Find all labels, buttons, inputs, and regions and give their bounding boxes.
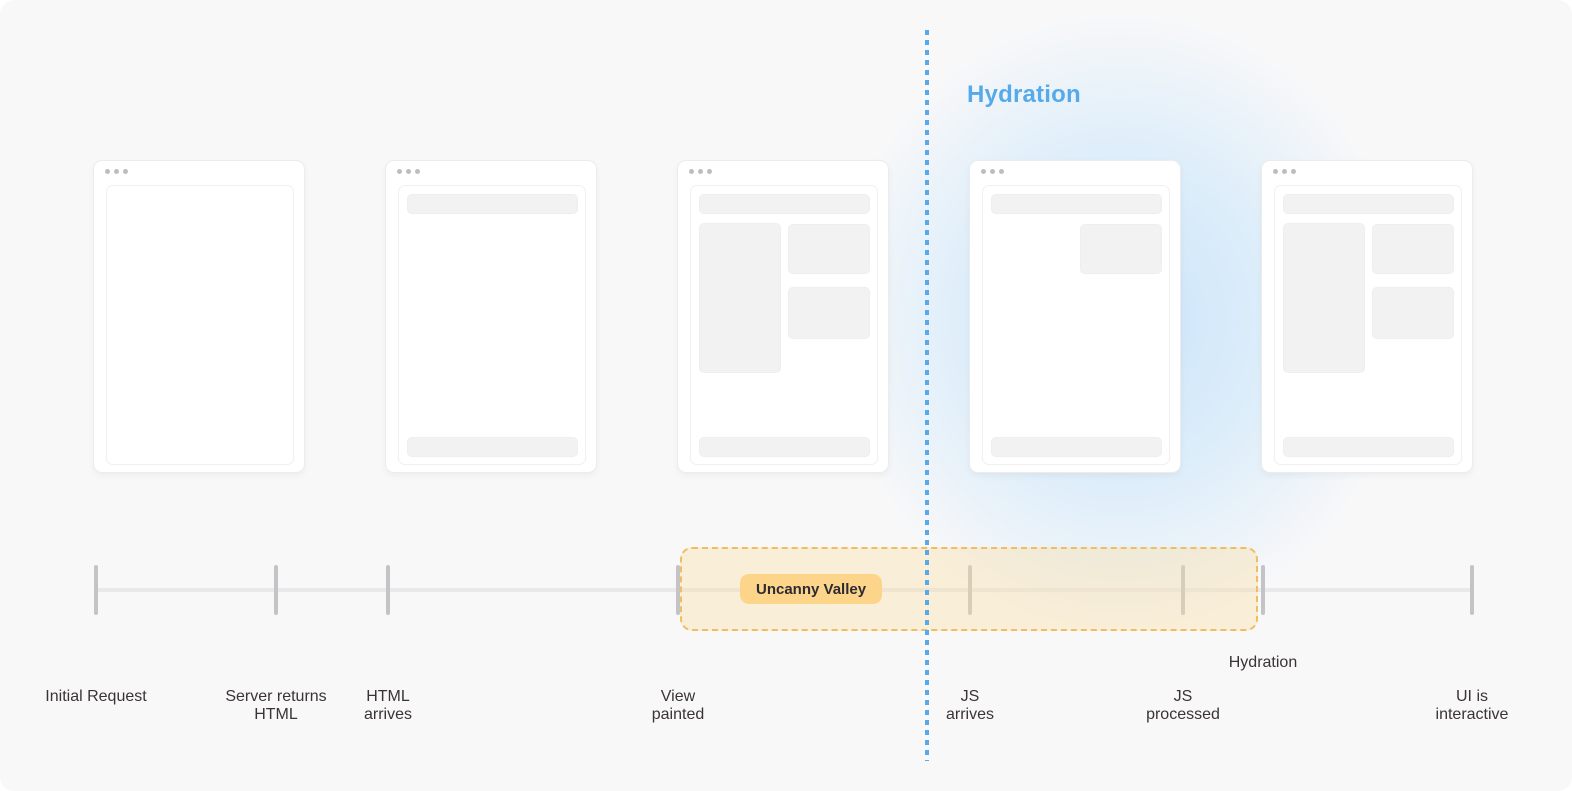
skeleton-header-bar [991,194,1162,214]
skeleton-card-top [1372,224,1454,274]
timeline-label: JS processed [1146,688,1220,723]
uncanny-valley-badge: Uncanny Valley [740,574,883,604]
skeleton-header-bar [699,194,870,214]
window-controls-icon [689,169,712,174]
browser-window-5-skeleton-full [1261,160,1473,473]
uncanny-valley-region: Uncanny Valley [680,547,1258,631]
timeline-tick [274,565,278,615]
window-viewport [982,185,1170,465]
window-viewport [106,185,294,465]
window-controls-icon [397,169,420,174]
timeline-tick [1470,565,1474,615]
timeline-tick [94,565,98,615]
skeleton-footer-bar [1283,437,1454,457]
timeline-label: Initial Request [45,688,147,705]
timeline-tick [1261,565,1265,615]
timeline-label: UI is interactive [1435,688,1509,723]
skeleton-footer-bar [699,437,870,457]
timeline-label: View painted [651,688,705,723]
skeleton-header-bar [407,194,578,214]
timeline-label: Server returns HTML [225,688,327,723]
browser-window-2-header-footer [385,160,597,473]
timeline-label: JS arrives [945,688,994,723]
hydration-divider-line [925,30,929,761]
window-controls-icon [1273,169,1296,174]
timeline-label: Hydration [1228,654,1298,671]
skeleton-sidebar [699,223,781,373]
browser-window-4-skeleton-partial [969,160,1181,473]
window-controls-icon [105,169,128,174]
hydration-phase-title: Hydration [967,81,1081,108]
skeleton-sidebar [1283,223,1365,373]
window-controls-icon [981,169,1004,174]
timeline-tick [676,565,680,615]
skeleton-card-top [1080,224,1162,274]
browser-window-1-blank [93,160,305,473]
window-viewport [1274,185,1462,465]
skeleton-footer-bar [991,437,1162,457]
skeleton-card-bottom [1372,287,1454,339]
skeleton-card-top [788,224,870,274]
timeline-label: HTML arrives [363,688,412,723]
window-viewport [398,185,586,465]
timeline-tick [968,565,972,615]
skeleton-footer-bar [407,437,578,457]
skeleton-card-bottom [788,287,870,339]
window-viewport [690,185,878,465]
skeleton-header-bar [1283,194,1454,214]
timeline-tick [386,565,390,615]
timeline-tick [1181,565,1185,615]
browser-window-3-skeleton-full [677,160,889,473]
